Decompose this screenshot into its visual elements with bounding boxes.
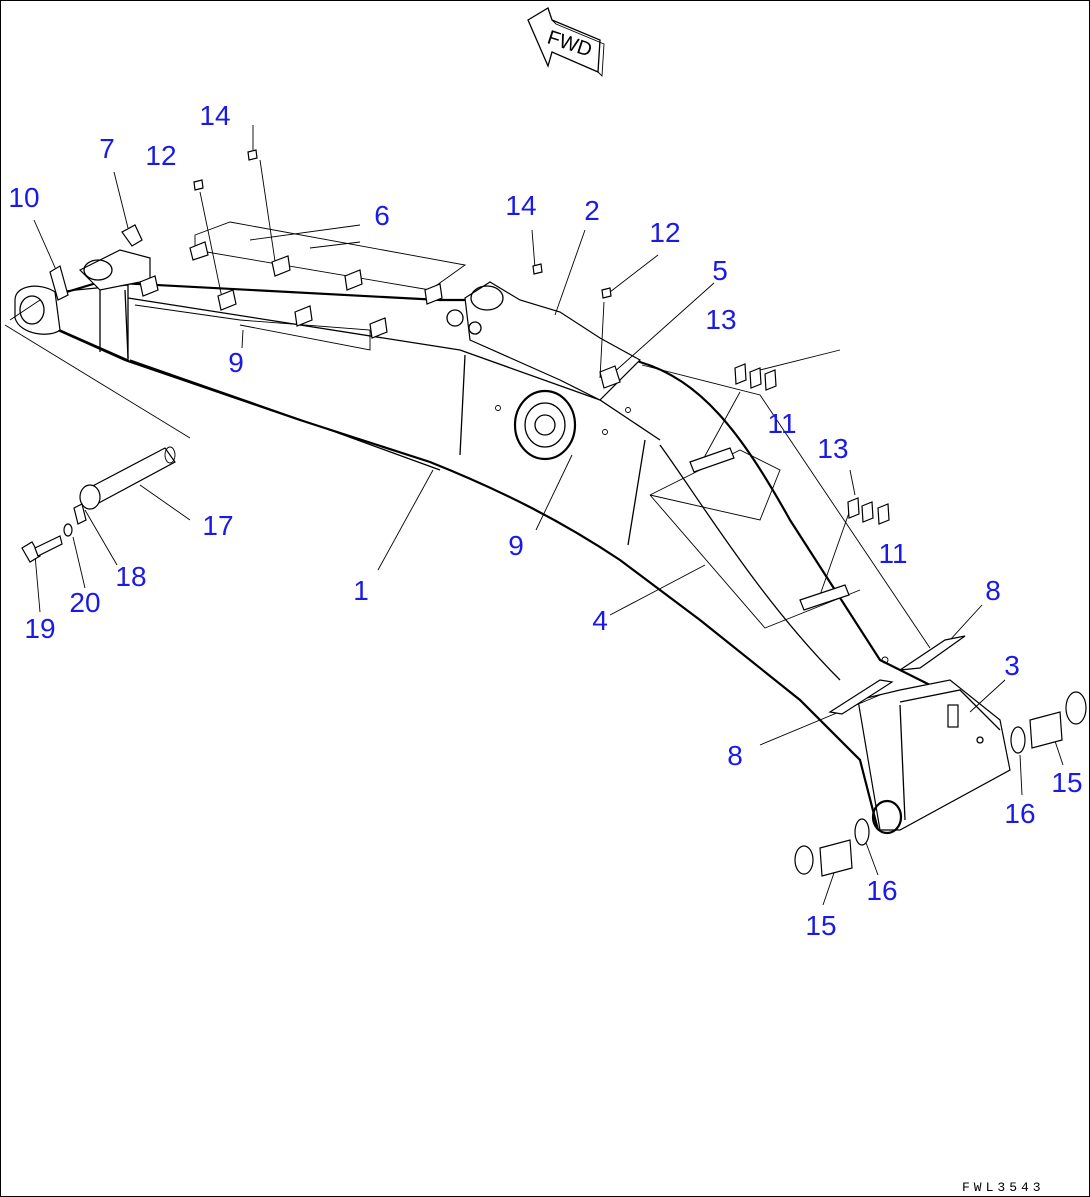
callout-16-right: 16 [1004,798,1035,829]
callout-14-left: 14 [199,100,230,131]
callout-12-right: 12 [649,217,680,248]
callout-17: 17 [202,510,233,541]
forward-direction-arrow: FWD [527,7,605,78]
callout-5: 5 [712,255,728,286]
callout-3: 3 [1004,650,1020,681]
callout-labels: 1 2 3 4 5 6 7 8 8 9 9 10 11 11 12 12 13 … [8,100,1082,941]
boom-body [14,249,1011,835]
callout-12-left: 12 [145,140,176,171]
callout-2: 2 [584,195,600,226]
callout-15-bottom: 15 [805,910,836,941]
callout-7: 7 [99,133,115,164]
callout-15-right: 15 [1051,767,1082,798]
callout-11-lower: 11 [878,538,907,569]
callout-19: 19 [24,613,55,644]
drawing-code: FWL3543 [962,1180,1045,1195]
callout-4: 4 [592,605,608,636]
callout-18: 18 [115,561,146,592]
callout-9-center: 9 [508,530,524,561]
callout-1: 1 [353,575,369,606]
callout-10: 10 [8,182,39,213]
callout-8-lower: 8 [727,740,743,771]
callout-13-lower: 13 [817,433,848,464]
callout-13-upper: 13 [705,304,736,335]
callout-16-bottom: 16 [866,875,897,906]
callout-14-center: 14 [505,190,536,221]
callout-9-left: 9 [228,347,244,378]
callout-20: 20 [69,587,100,618]
fwd-marker-text: FWD [545,27,595,62]
callout-6: 6 [374,200,390,231]
loose-parts [21,149,1087,877]
callout-11-upper: 11 [767,408,796,439]
callout-8-upper: 8 [985,575,1001,606]
